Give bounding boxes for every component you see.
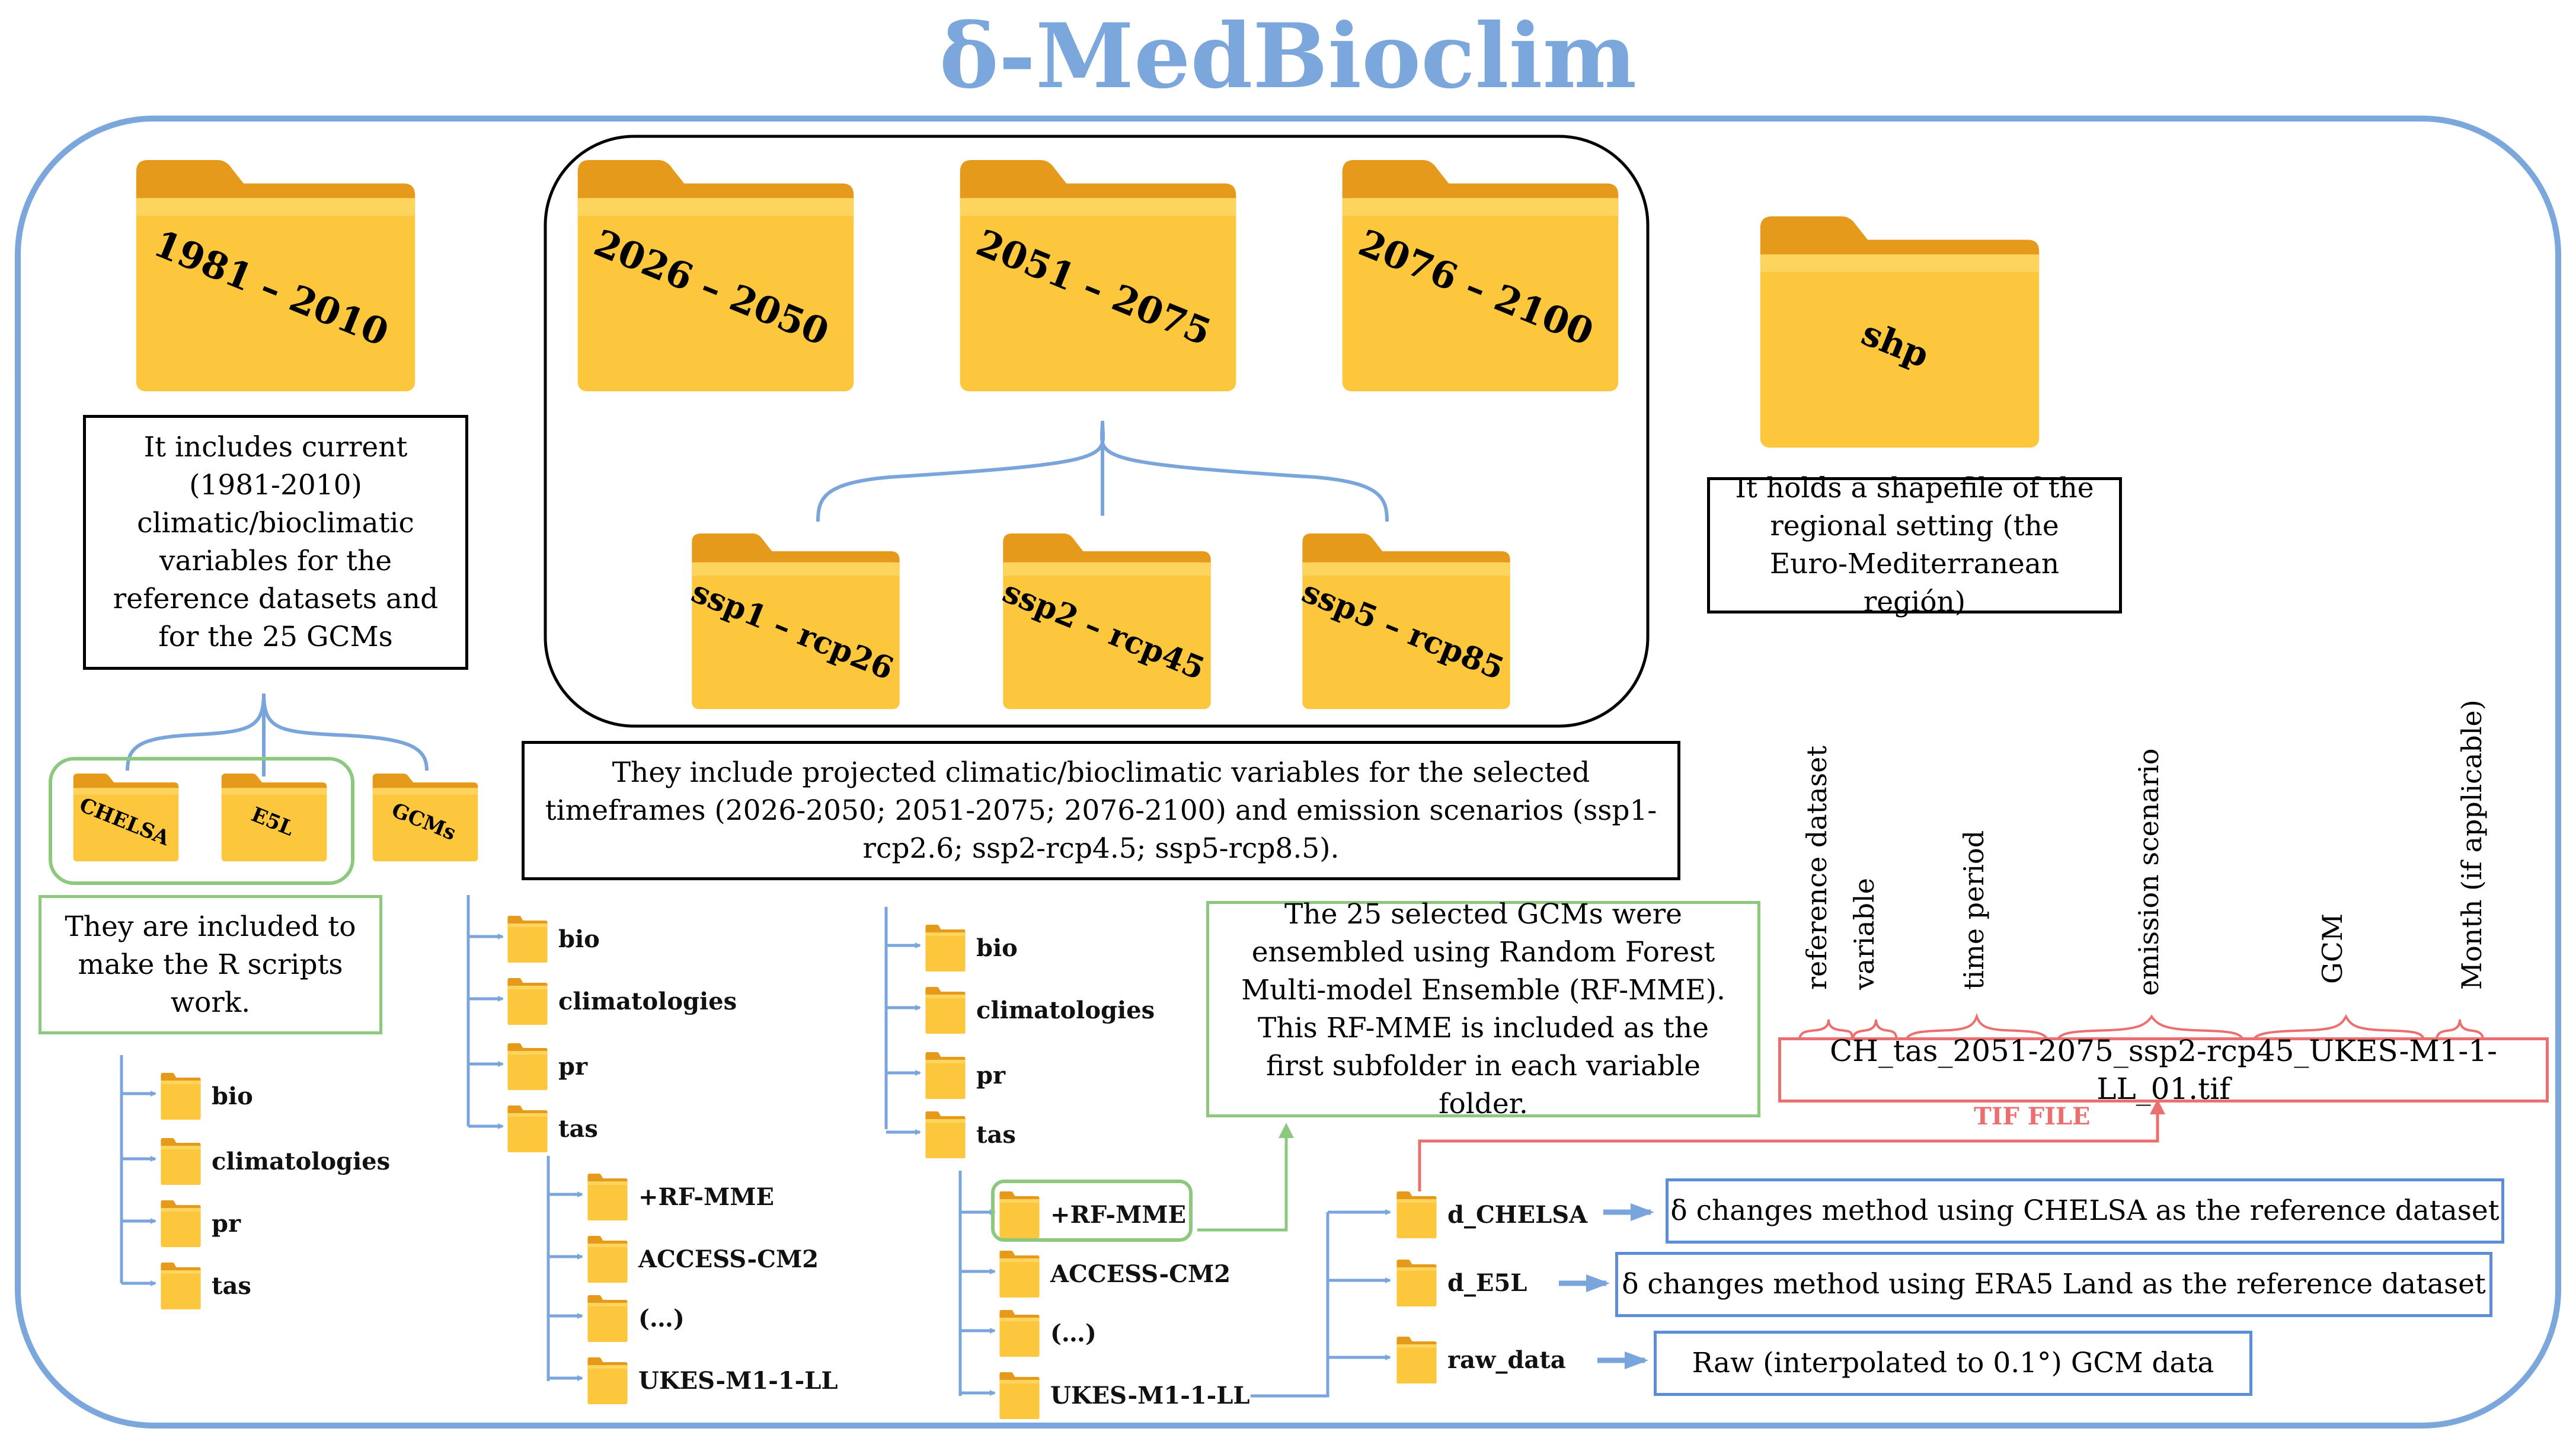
subfolder-icon (925, 1111, 966, 1159)
page-title: δ-MedBioclim (939, 4, 1637, 108)
subfolder-icon (160, 1138, 202, 1185)
folder-ssp2-rcp45: ssp2 – rcp45 (998, 533, 1215, 711)
note-ensemble: The 25 selected GCMs were ensembled usin… (1206, 898, 1760, 1120)
tif-part-variable: variable (1848, 878, 1880, 990)
tif-part-reference: reference dataset (1801, 745, 1833, 990)
subfolder-icon (925, 1052, 966, 1100)
subfolder-label: d_CHELSA (1447, 1201, 1588, 1229)
subfolder-icon (1396, 1337, 1437, 1384)
tif-part-time: time period (1958, 830, 1990, 990)
note-current: It includes current (1981-2010) climatic… (83, 415, 468, 670)
subfolder-icon (507, 1043, 548, 1091)
projections-frame (544, 135, 1650, 728)
folder-2076-2100: 2076 – 2100 (1337, 160, 1624, 394)
subfolder-label: climatologies (212, 1148, 391, 1175)
folder-gcms: GCMs (370, 774, 480, 862)
subfolder-icon (507, 1105, 548, 1153)
folder-2051-2075: 2051 – 2075 (954, 160, 1242, 394)
subfolder-label: +RF-MME (638, 1183, 775, 1211)
tif-file-label: TIF FILE (1974, 1103, 2091, 1130)
subfolder-label: bio (558, 925, 600, 953)
folder-shp: shp (1754, 216, 2045, 450)
note-rscripts: They are included to make the R scripts … (39, 895, 382, 1034)
subfolder-icon (1396, 1260, 1437, 1307)
subfolder-label: climatologies (976, 996, 1155, 1024)
subfolder-label: pr (212, 1210, 241, 1238)
folder-ssp5-rcp85: ssp5 – rcp85 (1297, 533, 1514, 711)
subfolder-icon (587, 1174, 628, 1221)
subfolder-icon (507, 978, 548, 1025)
desc-raw: Raw (interpolated to 0.1°) GCM data (1654, 1331, 2252, 1396)
subfolder-label: ACCESS-CM2 (1050, 1260, 1231, 1288)
note-projected: They include projected climatic/bioclima… (522, 741, 1680, 880)
note-shp: It holds a shapefile of the regional set… (1707, 472, 2122, 618)
subfolder-label: ACCESS-CM2 (638, 1245, 819, 1273)
tif-filename: CH_tas_2051-2075_ssp2-rcp45_UKES-M1-1-LL… (1830, 1034, 2497, 1106)
subfolder-icon (160, 1073, 202, 1120)
tif-filename-box: CH_tas_2051-2075_ssp2-rcp45_UKES-M1-1-LL… (1778, 1034, 2549, 1106)
subfolder-label: climatologies (558, 988, 737, 1015)
subfolder-icon (999, 1191, 1040, 1239)
subfolder-icon (587, 1236, 628, 1283)
tif-part-month: Month (if applicable) (2456, 699, 2488, 990)
folder-chelsa: CHELSA (71, 774, 181, 862)
subfolder-icon (160, 1200, 202, 1248)
subfolder-icon (999, 1310, 1040, 1357)
subfolder-label: UKES-M1-1-LL (1050, 1382, 1250, 1410)
subfolder-label: pr (976, 1062, 1006, 1089)
tif-part-gcm: GCM (2316, 913, 2348, 984)
desc-d-chelsa: δ changes method using CHELSA as the ref… (1666, 1178, 2504, 1244)
subfolder-label: (…) (1050, 1319, 1097, 1347)
subfolder-label: tas (976, 1121, 1016, 1149)
subfolder-icon (1396, 1191, 1437, 1239)
subfolder-icon (999, 1251, 1040, 1298)
subfolder-icon (587, 1357, 628, 1405)
folder-e5l: E5L (219, 774, 329, 862)
main-frame (15, 116, 2561, 1429)
subfolder-icon (507, 916, 548, 963)
subfolder-icon (925, 987, 966, 1034)
subfolder-label: bio (976, 934, 1018, 962)
folder-ssp1-rcp26: ssp1 – rcp26 (686, 533, 904, 711)
folder-2026-2050: 2026 – 2050 (572, 160, 859, 394)
rf-mme-highlight (991, 1180, 1193, 1242)
subfolder-icon (160, 1263, 202, 1310)
subfolder-label: (…) (638, 1305, 685, 1332)
subfolder-label: raw_data (1447, 1346, 1566, 1374)
subfolder-label: tas (212, 1272, 251, 1300)
folder-1981-2010: 1981 – 2010 (130, 160, 421, 394)
tif-part-scenario: emission scenario (2133, 748, 2165, 996)
reference-datasets-frame (49, 757, 354, 885)
subfolder-label: bio (212, 1082, 253, 1110)
subfolder-icon (587, 1295, 628, 1343)
desc-d-e5l: δ changes method using ERA5 Land as the … (1615, 1252, 2492, 1317)
subfolder-icon (999, 1372, 1040, 1420)
subfolder-label: d_E5L (1447, 1269, 1527, 1297)
subfolder-icon (925, 925, 966, 972)
subfolder-label: +RF-MME (1050, 1201, 1187, 1229)
subfolder-label: pr (558, 1053, 588, 1081)
subfolder-label: UKES-M1-1-LL (638, 1367, 838, 1395)
subfolder-label: tas (558, 1115, 598, 1143)
